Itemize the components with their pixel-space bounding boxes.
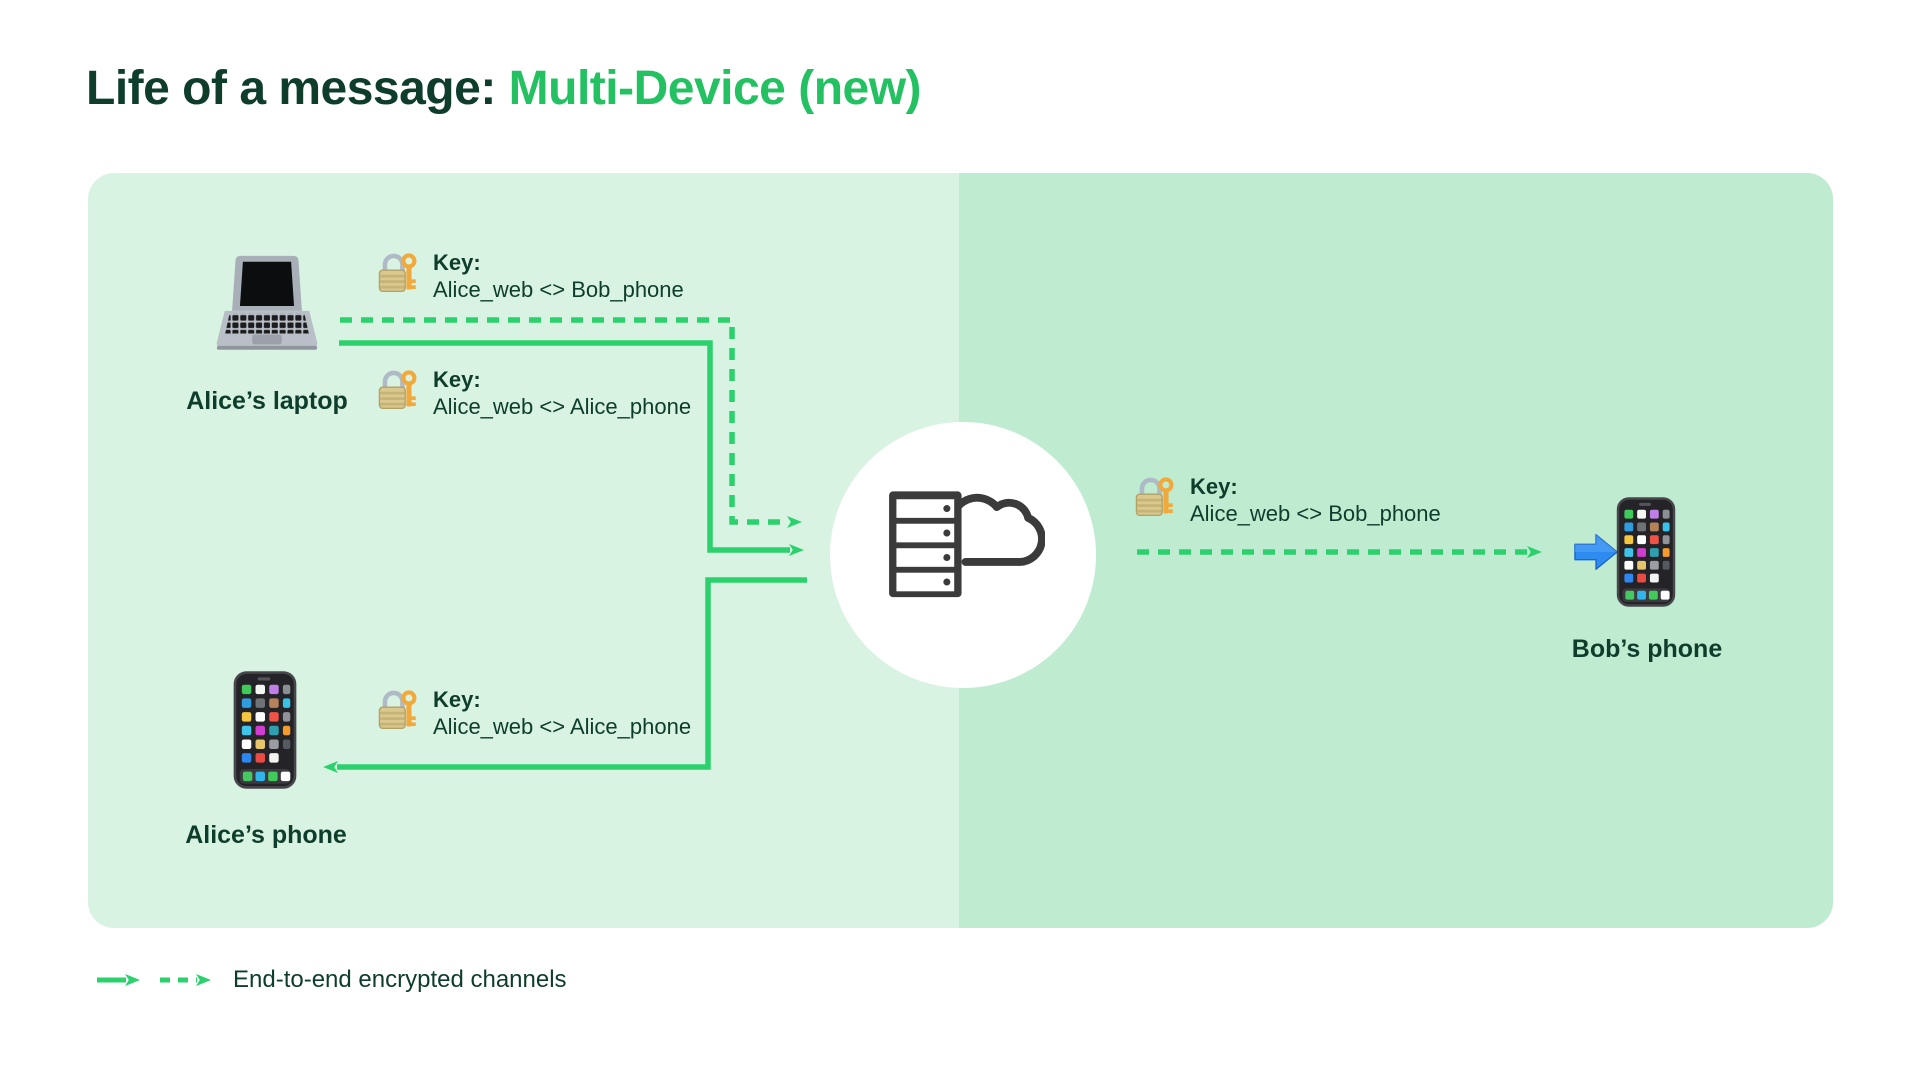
- blue-arrow-icon: [1574, 534, 1618, 570]
- laptop-to-server-dashed-arrow: [340, 317, 802, 528]
- key-value: Alice_web <> Alice_phone: [433, 394, 692, 419]
- server-to-alice-phone-solid-arrow: [323, 577, 807, 773]
- key-value: Alice_web <> Alice_phone: [433, 714, 692, 739]
- legend-label: End-to-end encrypted channels: [233, 966, 567, 993]
- key-heading: Key:: [1190, 474, 1238, 499]
- diagram-panel: Alice’s laptop Key: Alice_web <> Bob_pho…: [88, 173, 1833, 928]
- key-heading: Key:: [433, 687, 481, 712]
- laptop-to-server-solid-arrow: [339, 340, 804, 556]
- key-label-text: Key: Alice_web <> Bob_phone: [433, 249, 684, 303]
- page-title: Life of a message: Multi-Device (new): [86, 61, 922, 117]
- encrypted-channel-lines: [323, 317, 1542, 773]
- bob-phone-label: Bob’s phone: [1571, 635, 1723, 663]
- lock-key-icon: [378, 690, 417, 730]
- alice-phone-device: Alice’s phone: [185, 671, 347, 849]
- lock-key-icon: [378, 370, 417, 410]
- laptop-icon: [216, 255, 318, 350]
- key-label-text: Key: Alice_web <> Bob_phone: [1190, 473, 1441, 527]
- server-hub-circle: [830, 422, 1096, 688]
- key-label-text: Key: Alice_web <> Alice_phone: [433, 366, 691, 420]
- alice-phone-label: Alice’s phone: [185, 821, 347, 849]
- key-value: Alice_web <> Bob_phone: [433, 277, 684, 302]
- alice-laptop-label: Alice’s laptop: [186, 387, 348, 415]
- key-label-alice-phone: Key: Alice_web <> Alice_phone: [373, 686, 691, 740]
- key-label-laptop-bob: Key: Alice_web <> Bob_phone: [373, 249, 684, 303]
- key-heading: Key:: [433, 250, 481, 275]
- legend: End-to-end encrypted channels: [96, 966, 567, 994]
- key-label-server-bob: Key: Alice_web <> Bob_phone: [1130, 473, 1441, 527]
- key-value: Alice_web <> Bob_phone: [1190, 501, 1441, 526]
- key-heading: Key:: [433, 367, 481, 392]
- page-title-prefix: Life of a message:: [86, 62, 509, 115]
- phone-apps-icon: [1616, 497, 1676, 607]
- key-label-text: Key: Alice_web <> Alice_phone: [433, 686, 691, 740]
- alice-laptop-device: Alice’s laptop: [186, 247, 348, 415]
- key-label-laptop-alice-phone: Key: Alice_web <> Alice_phone: [373, 366, 691, 420]
- phone-apps-icon: [233, 671, 297, 789]
- dashed-arrow-legend-icon: [160, 974, 211, 986]
- server-cloud-icon: [889, 491, 1045, 598]
- lock-key-icon: [378, 253, 417, 293]
- bob-phone-device: Bob’s phone: [1572, 497, 1722, 663]
- page-title-highlight: Multi-Device (new): [508, 62, 922, 115]
- lock-key-icon: [1135, 477, 1174, 517]
- solid-arrow-legend-icon: [97, 974, 140, 986]
